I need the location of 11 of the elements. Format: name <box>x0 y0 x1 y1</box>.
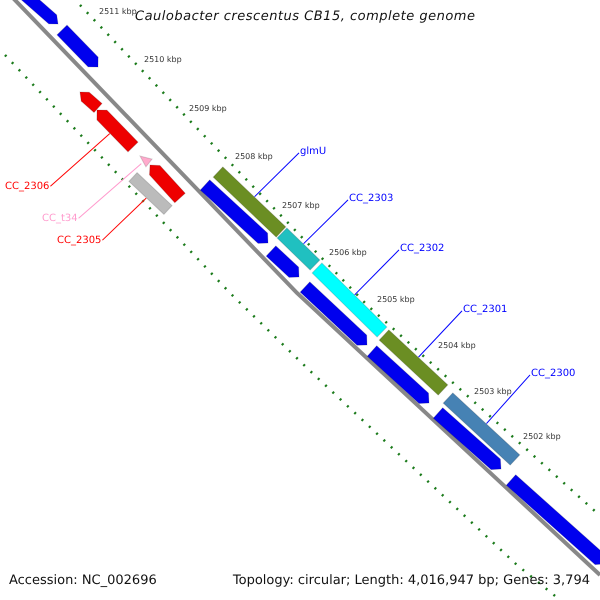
scale-label: 2505 kbp <box>377 295 415 304</box>
title: Caulobacter crescentus CB15, complete genome <box>135 10 476 25</box>
genome-info-text: Topology: circular; Length: 4,016,947 bp; Genes: 3,794 <box>232 574 590 589</box>
accession-text: Accession: NC_002696 <box>9 574 157 589</box>
scale-label: 2511 kbp <box>99 7 137 16</box>
scale-label: 2504 kbp <box>438 341 476 350</box>
scale-label: 2503 kbp <box>474 387 512 396</box>
scale-label: 2509 kbp <box>189 104 227 114</box>
scale-label: 2510 kbp <box>144 55 182 64</box>
scale-label: 2507 kbp <box>282 201 320 210</box>
scale-label: 2506 kbp <box>329 248 367 258</box>
